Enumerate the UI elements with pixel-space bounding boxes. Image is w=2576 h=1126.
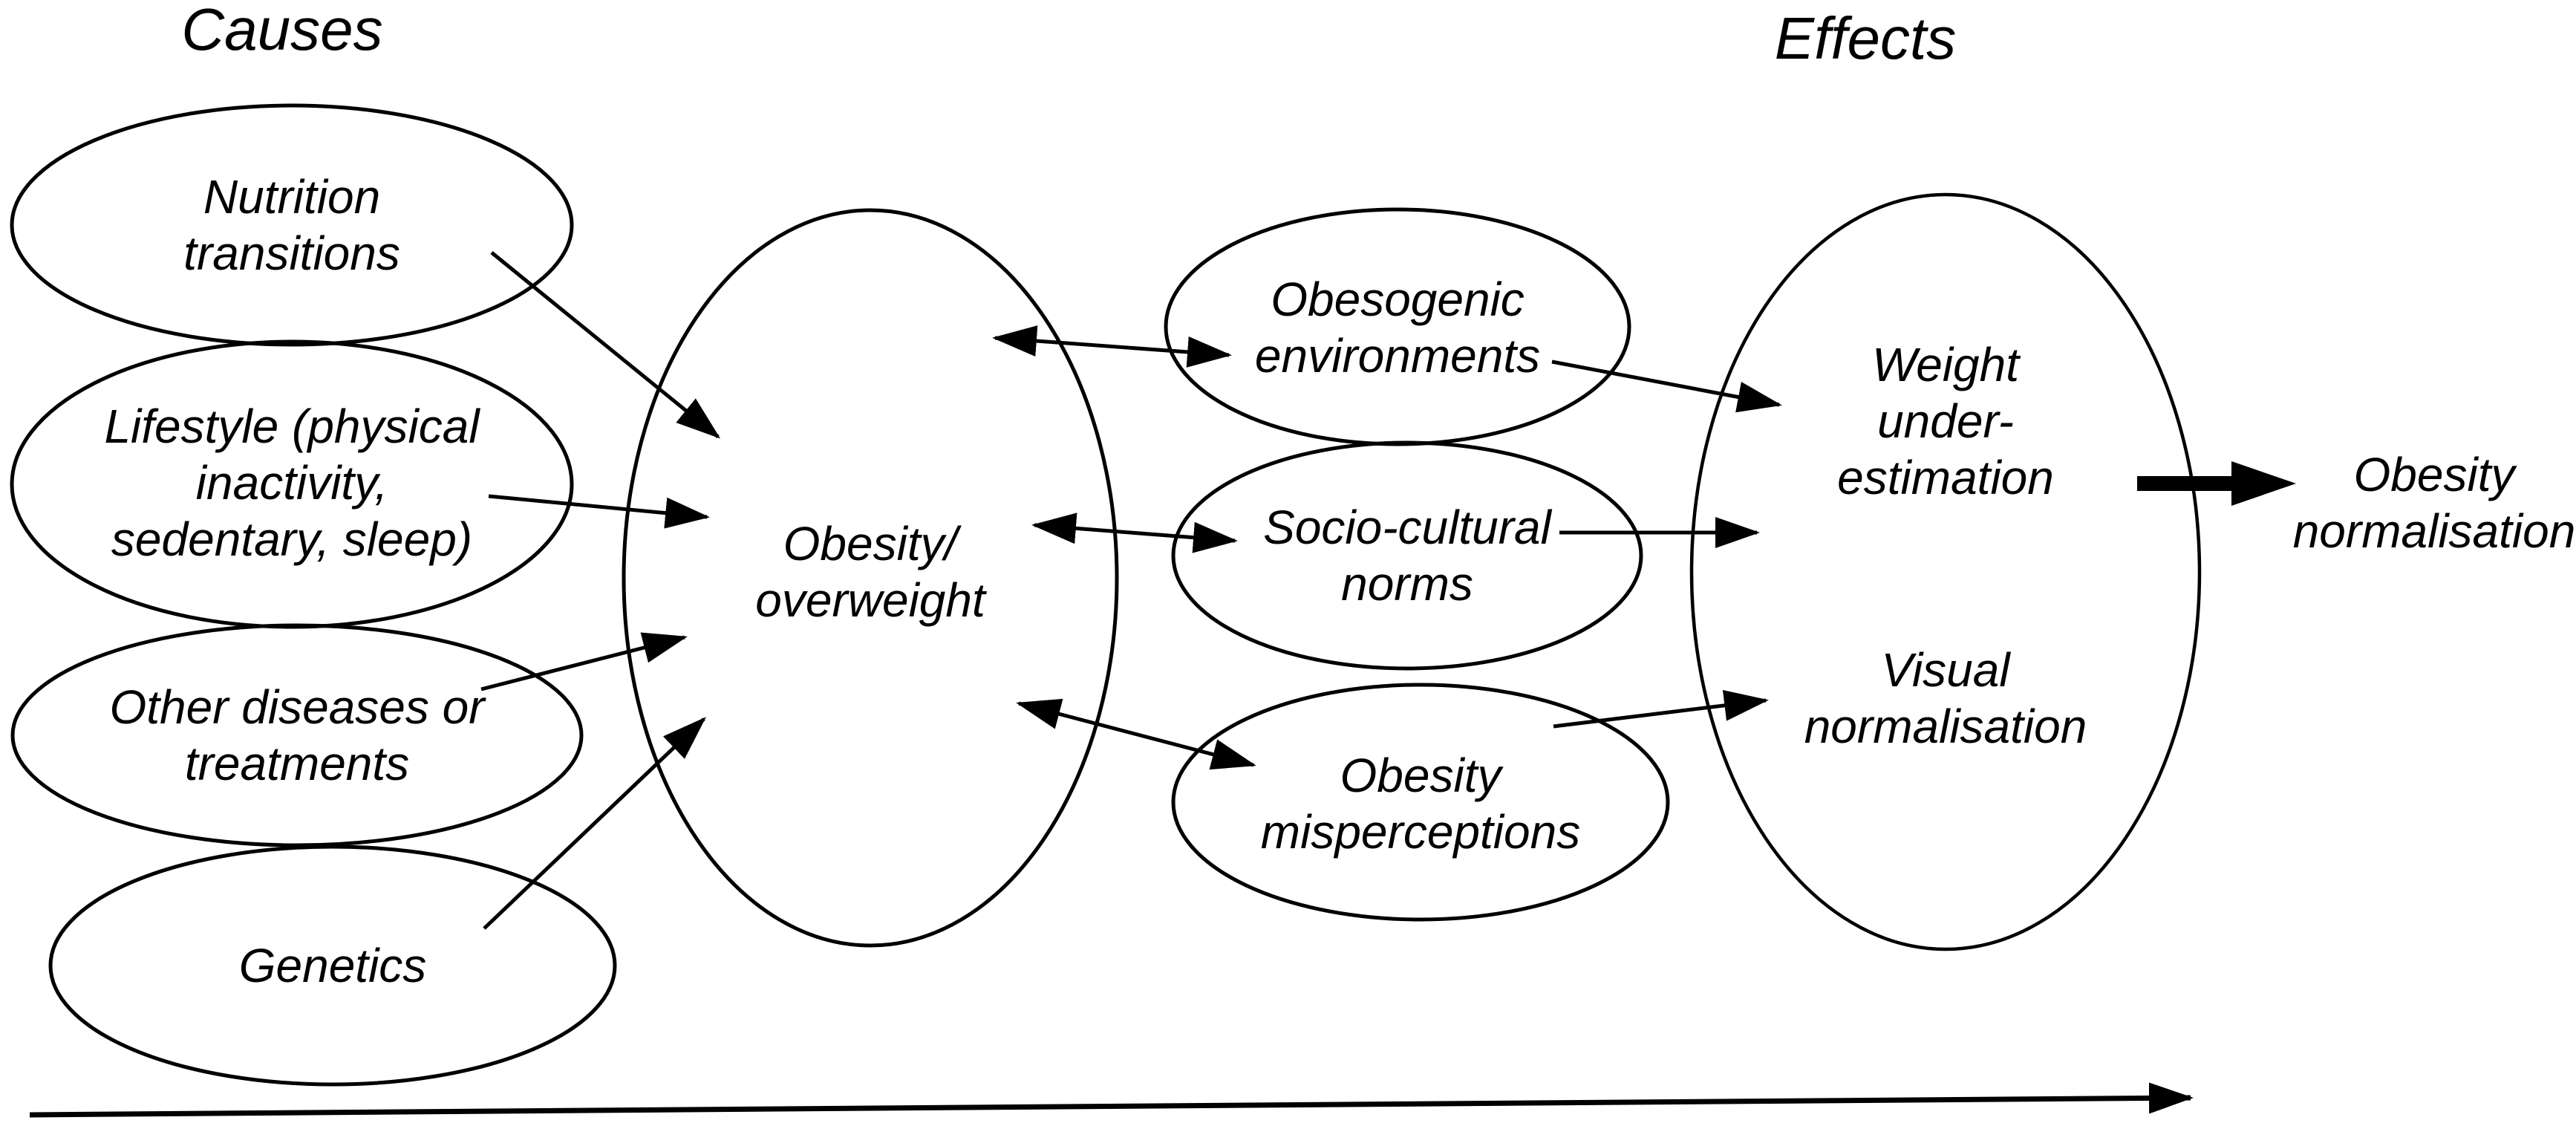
arrow-obesity-misperceptions-twoway [1016, 698, 1256, 770]
ellipse-other-diseases [10, 623, 584, 847]
node-label-socio-cultural-norms: Socio-cultural norms [1263, 501, 1551, 611]
node-label-lifestyle: Lifestyle (physical inactivity, sedentar… [104, 400, 480, 566]
node-label-genetics: Genetics [238, 939, 427, 992]
arrow-lifestyle-to-obesity [488, 494, 710, 529]
ellipse-nutrition-transitions [10, 103, 574, 347]
node-label-nutrition-transitions: Nutrition transitions [183, 170, 400, 280]
ellipse-socio-cultural-norms [1171, 440, 1643, 671]
node-label-obesity-misperceptions: Obesity misperceptions [1260, 749, 1581, 859]
node-label-other-diseases: Other diseases or treatments [109, 680, 485, 790]
arrow-obesity-socio-twoway [1031, 512, 1238, 553]
arrow-obesogenic-to-weight [1551, 359, 1782, 413]
ellipse-obesity-misperceptions [1171, 683, 1670, 922]
node-label-obesity-normalisation: Obesity normalisation [2292, 448, 2576, 558]
arrow-obesity-obesogenic-twoway [992, 325, 1232, 368]
timeline-arrow [29, 1082, 2194, 1118]
causes-title: Causes [181, 0, 383, 62]
ellipse-effects [1689, 192, 2202, 951]
arrow-nutrition-to-obesity [490, 251, 721, 439]
ellipse-obesity-overweight [622, 208, 1119, 948]
arrow-misperceptions-to-visual [1553, 689, 1769, 729]
effects-title: Effects [1774, 5, 1957, 71]
arrow-effects-to-normalisation-thick [2137, 461, 2296, 506]
arrow-other-diseases-to-obesity [480, 632, 688, 691]
arrow-genetics-to-obesity [483, 717, 706, 930]
node-label-weight-underestimation: Weight under- estimation [1837, 338, 2054, 504]
node-label-obesogenic-environments: Obesogenic environments [1254, 273, 1541, 383]
ellipse-genetics [48, 844, 617, 1087]
node-label-visual-normalisation: Visual normalisation [1804, 643, 2087, 753]
node-label-obesity-overweight: Obesity/ overweight [755, 517, 985, 627]
